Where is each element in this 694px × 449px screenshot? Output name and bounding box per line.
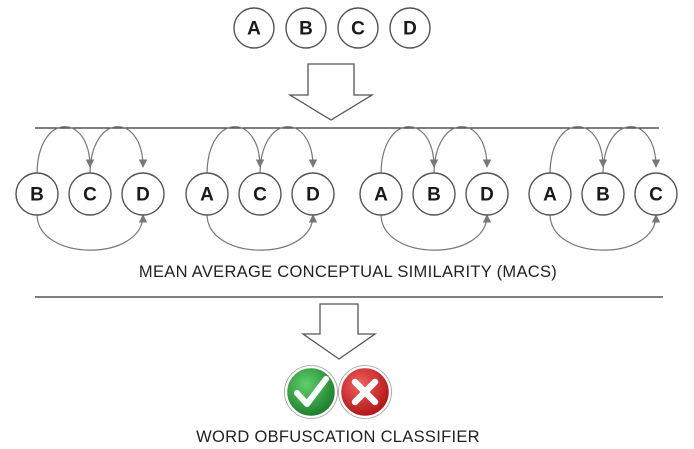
connector-arrow: [259, 126, 318, 176]
node-label: C: [649, 185, 663, 206]
top-node: A: [233, 7, 275, 49]
down-arrow-icon: [287, 63, 375, 121]
node-label: C: [83, 185, 97, 206]
connector-arrow: [36, 213, 148, 251]
connector-arrow: [36, 126, 95, 176]
top-node: D: [389, 7, 431, 49]
classifier-label: WORD OBFUSCATION CLASSIFIER: [196, 428, 480, 446]
top-node-label: C: [351, 19, 365, 40]
connector-arrow: [380, 126, 439, 176]
cross-circle-icon: [338, 365, 392, 419]
node-label: A: [543, 185, 557, 206]
top-node-label: A: [247, 19, 261, 40]
node-label: A: [200, 185, 214, 206]
node-label: A: [374, 185, 388, 206]
top-node-label: D: [403, 19, 417, 40]
connector-arrow: [206, 126, 265, 176]
node-label: C: [253, 185, 267, 206]
node-group: A B C: [528, 126, 678, 251]
connector-arrow: [549, 126, 608, 176]
node-group: B C D: [15, 126, 165, 251]
node-label: D: [136, 185, 150, 206]
node-label: B: [596, 185, 610, 206]
top-node: B: [285, 7, 327, 49]
node-label: B: [30, 185, 44, 206]
macs-label: MEAN AVERAGE CONCEPTUAL SIMILARITY (MACS…: [139, 263, 557, 281]
node-group: A C D: [185, 126, 335, 251]
top-node: C: [337, 7, 379, 49]
node-label: D: [306, 185, 320, 206]
connector-arrow: [433, 126, 492, 176]
top-node-label: B: [299, 19, 313, 40]
connector-arrow: [549, 213, 661, 251]
down-arrow-icon: [300, 303, 378, 360]
node-label: B: [427, 185, 441, 206]
node-group: A B D: [359, 126, 509, 251]
node-label: D: [480, 185, 494, 206]
connector-arrow: [206, 213, 318, 251]
connector-arrow: [602, 126, 661, 176]
connector-arrow: [380, 213, 492, 251]
top-node-row: A B C D: [233, 7, 431, 49]
connector-arrow: [89, 126, 148, 176]
check-circle-icon: [284, 365, 338, 419]
